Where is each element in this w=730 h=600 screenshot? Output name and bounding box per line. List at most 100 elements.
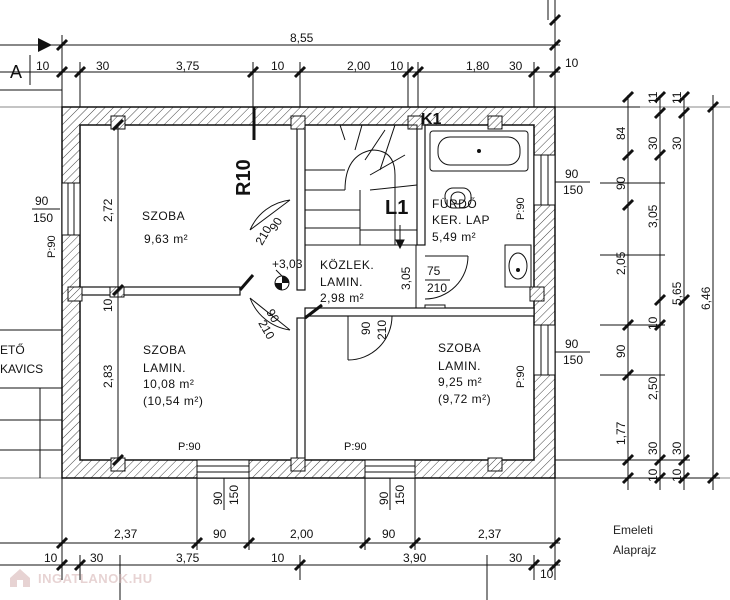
left-edge-label-2: KAVICS	[0, 362, 43, 376]
left-edge-label-1: ETŐ	[0, 342, 25, 357]
staircase	[304, 124, 418, 250]
szoba2-floor: LAMIN.	[143, 361, 186, 375]
left-interior-dims: 2,72 10 2,83 3,05	[101, 118, 417, 467]
windows	[61, 154, 556, 479]
bottom-dim-6: 10	[44, 551, 58, 565]
left-dim-3: 2,83	[101, 364, 115, 388]
caption-line-2: Alaprajz	[613, 543, 657, 557]
bottom-dimension-ticks	[55, 536, 562, 572]
szoba3-area: 9,25 m²	[438, 375, 482, 389]
bottom-dim-10: 3,90	[403, 551, 427, 565]
door1-w: 90	[266, 215, 285, 234]
szoba2-name: SZOBA	[143, 343, 186, 357]
top-dim-6: 10	[390, 59, 404, 73]
right-dim-col1-1: 84	[614, 126, 628, 140]
bath-window-dim: 3,05	[399, 266, 413, 290]
door-labels: 90 210 90 210 90 210 75 210	[252, 215, 450, 342]
bottom-dim-5: 2,37	[478, 527, 502, 541]
left-dim-2: 10	[101, 298, 115, 312]
overall-width: 8,55	[290, 31, 314, 45]
szoba3-area2: (9,72 m²)	[438, 392, 491, 406]
szoba2-area: 10,08 m²	[143, 377, 194, 391]
section-marks: R10 L1 K1	[233, 107, 442, 219]
top-dim-2: 30	[96, 59, 110, 73]
win-br-p: P:90	[344, 441, 367, 453]
right-dim-col3-3: 5,65	[670, 281, 684, 305]
right-dim-col1-2: 90	[614, 176, 628, 190]
furdo-area: 5,49 m²	[432, 230, 476, 244]
bottom-dim-2: 90	[213, 527, 227, 541]
top-dimension-lines	[0, 0, 730, 112]
left-edge-labels: ETŐ KAVICS	[0, 89, 62, 478]
axis-marker-label: A	[10, 62, 22, 82]
szoba1-area: 9,63 m²	[144, 232, 188, 246]
right-dim-col2-7: 10	[646, 468, 660, 482]
szoba3-floor: LAMIN.	[438, 359, 481, 373]
right-dimension-lines	[540, 95, 720, 490]
bathroom-fixtures	[429, 130, 532, 288]
right-dim-col1-5: 1,77	[614, 421, 628, 445]
house-logo-icon	[10, 569, 30, 587]
kozlek-name: KÖZLEK.	[320, 258, 374, 272]
right-dim-col3-1: 11	[670, 91, 684, 104]
bottom-dim-11: 30	[509, 551, 523, 565]
top-dim-1: 10	[36, 59, 50, 73]
bottom-dim-1: 2,37	[114, 527, 138, 541]
bottom-dim-3: 2,00	[290, 527, 314, 541]
win-left-h: 150	[33, 211, 53, 225]
right-dim-col2-4: 10	[646, 316, 660, 330]
kozlek-area: 2,98 m²	[320, 291, 364, 305]
win-br-h: 150	[393, 485, 407, 505]
window-labels: 90 150 P:90 90 150 P:90 90 150 P:90 P:90…	[32, 167, 590, 510]
win-rb-w: 90	[565, 337, 579, 351]
r10-label: R10	[233, 159, 255, 196]
bottom-dim-12: 10	[540, 567, 554, 581]
right-dimension-ticks	[621, 90, 720, 485]
door3-w: 90	[359, 321, 373, 335]
win-left-w: 90	[35, 194, 49, 208]
right-dim-col3-5: 10	[670, 468, 684, 482]
left-dim-1: 2,72	[101, 198, 115, 222]
bottom-dim-4: 90	[382, 527, 396, 541]
door4-w: 75	[427, 264, 441, 278]
top-dim-3: 3,75	[176, 59, 200, 73]
win-br-w: 90	[377, 491, 391, 505]
level-value: +3,03	[272, 257, 303, 271]
top-dim-8: 30	[509, 59, 523, 73]
door2-w: 90	[263, 307, 282, 326]
bottom-dim-8: 3,75	[176, 551, 200, 565]
door4-h: 210	[427, 281, 447, 295]
win-bl-w: 90	[211, 491, 225, 505]
right-dim-col2-6: 30	[646, 441, 660, 455]
szoba2-area2: (10,54 m²)	[143, 394, 203, 408]
right-dim-col1-3: 2,05	[614, 251, 628, 275]
bottom-dim-9: 10	[271, 551, 285, 565]
axis-marker: A	[0, 38, 52, 85]
win-rt-w: 90	[565, 167, 579, 181]
right-dim-col2-3: 3,05	[646, 204, 660, 228]
szoba3-name: SZOBA	[438, 341, 481, 355]
top-dimension-ticks	[55, 13, 562, 79]
win-rb-h: 150	[563, 353, 583, 367]
win-rt-p: P:90	[515, 197, 527, 220]
win-rb-p: P:90	[515, 365, 527, 388]
win-bl-p: P:90	[178, 441, 201, 453]
level-marker: +3,03	[272, 257, 303, 291]
top-dim-9: 10	[565, 56, 579, 70]
right-dim-col1-4: 90	[614, 344, 628, 358]
szoba1-name: SZOBA	[142, 209, 185, 223]
win-bl-h: 150	[227, 485, 241, 505]
plan-caption: Emeleti Alaprajz	[613, 520, 656, 560]
right-dimension-text: 84 90 2,05 90 1,77 11 30 3,05 10 2,50 30…	[614, 91, 713, 482]
right-dim-col3-2: 30	[670, 136, 684, 150]
right-dim-col3-4: 30	[670, 441, 684, 455]
right-dim-col2-5: 2,50	[646, 376, 660, 400]
top-dimension-text: 8,55 10 30 3,75 10 2,00 10 1,80 30 10	[36, 31, 579, 73]
caption-line-1: Emeleti	[613, 523, 654, 537]
l1-label: L1	[385, 197, 408, 219]
bottom-dimension-text: 2,37 90 2,00 90 2,37 10 30 3,75 10 3,90 …	[44, 527, 554, 581]
doors	[238, 199, 469, 361]
kozlek-floor: LAMIN.	[320, 275, 363, 289]
room-labels: SZOBA 9,63 m² SZOBA LAMIN. 10,08 m² (10,…	[142, 196, 491, 408]
